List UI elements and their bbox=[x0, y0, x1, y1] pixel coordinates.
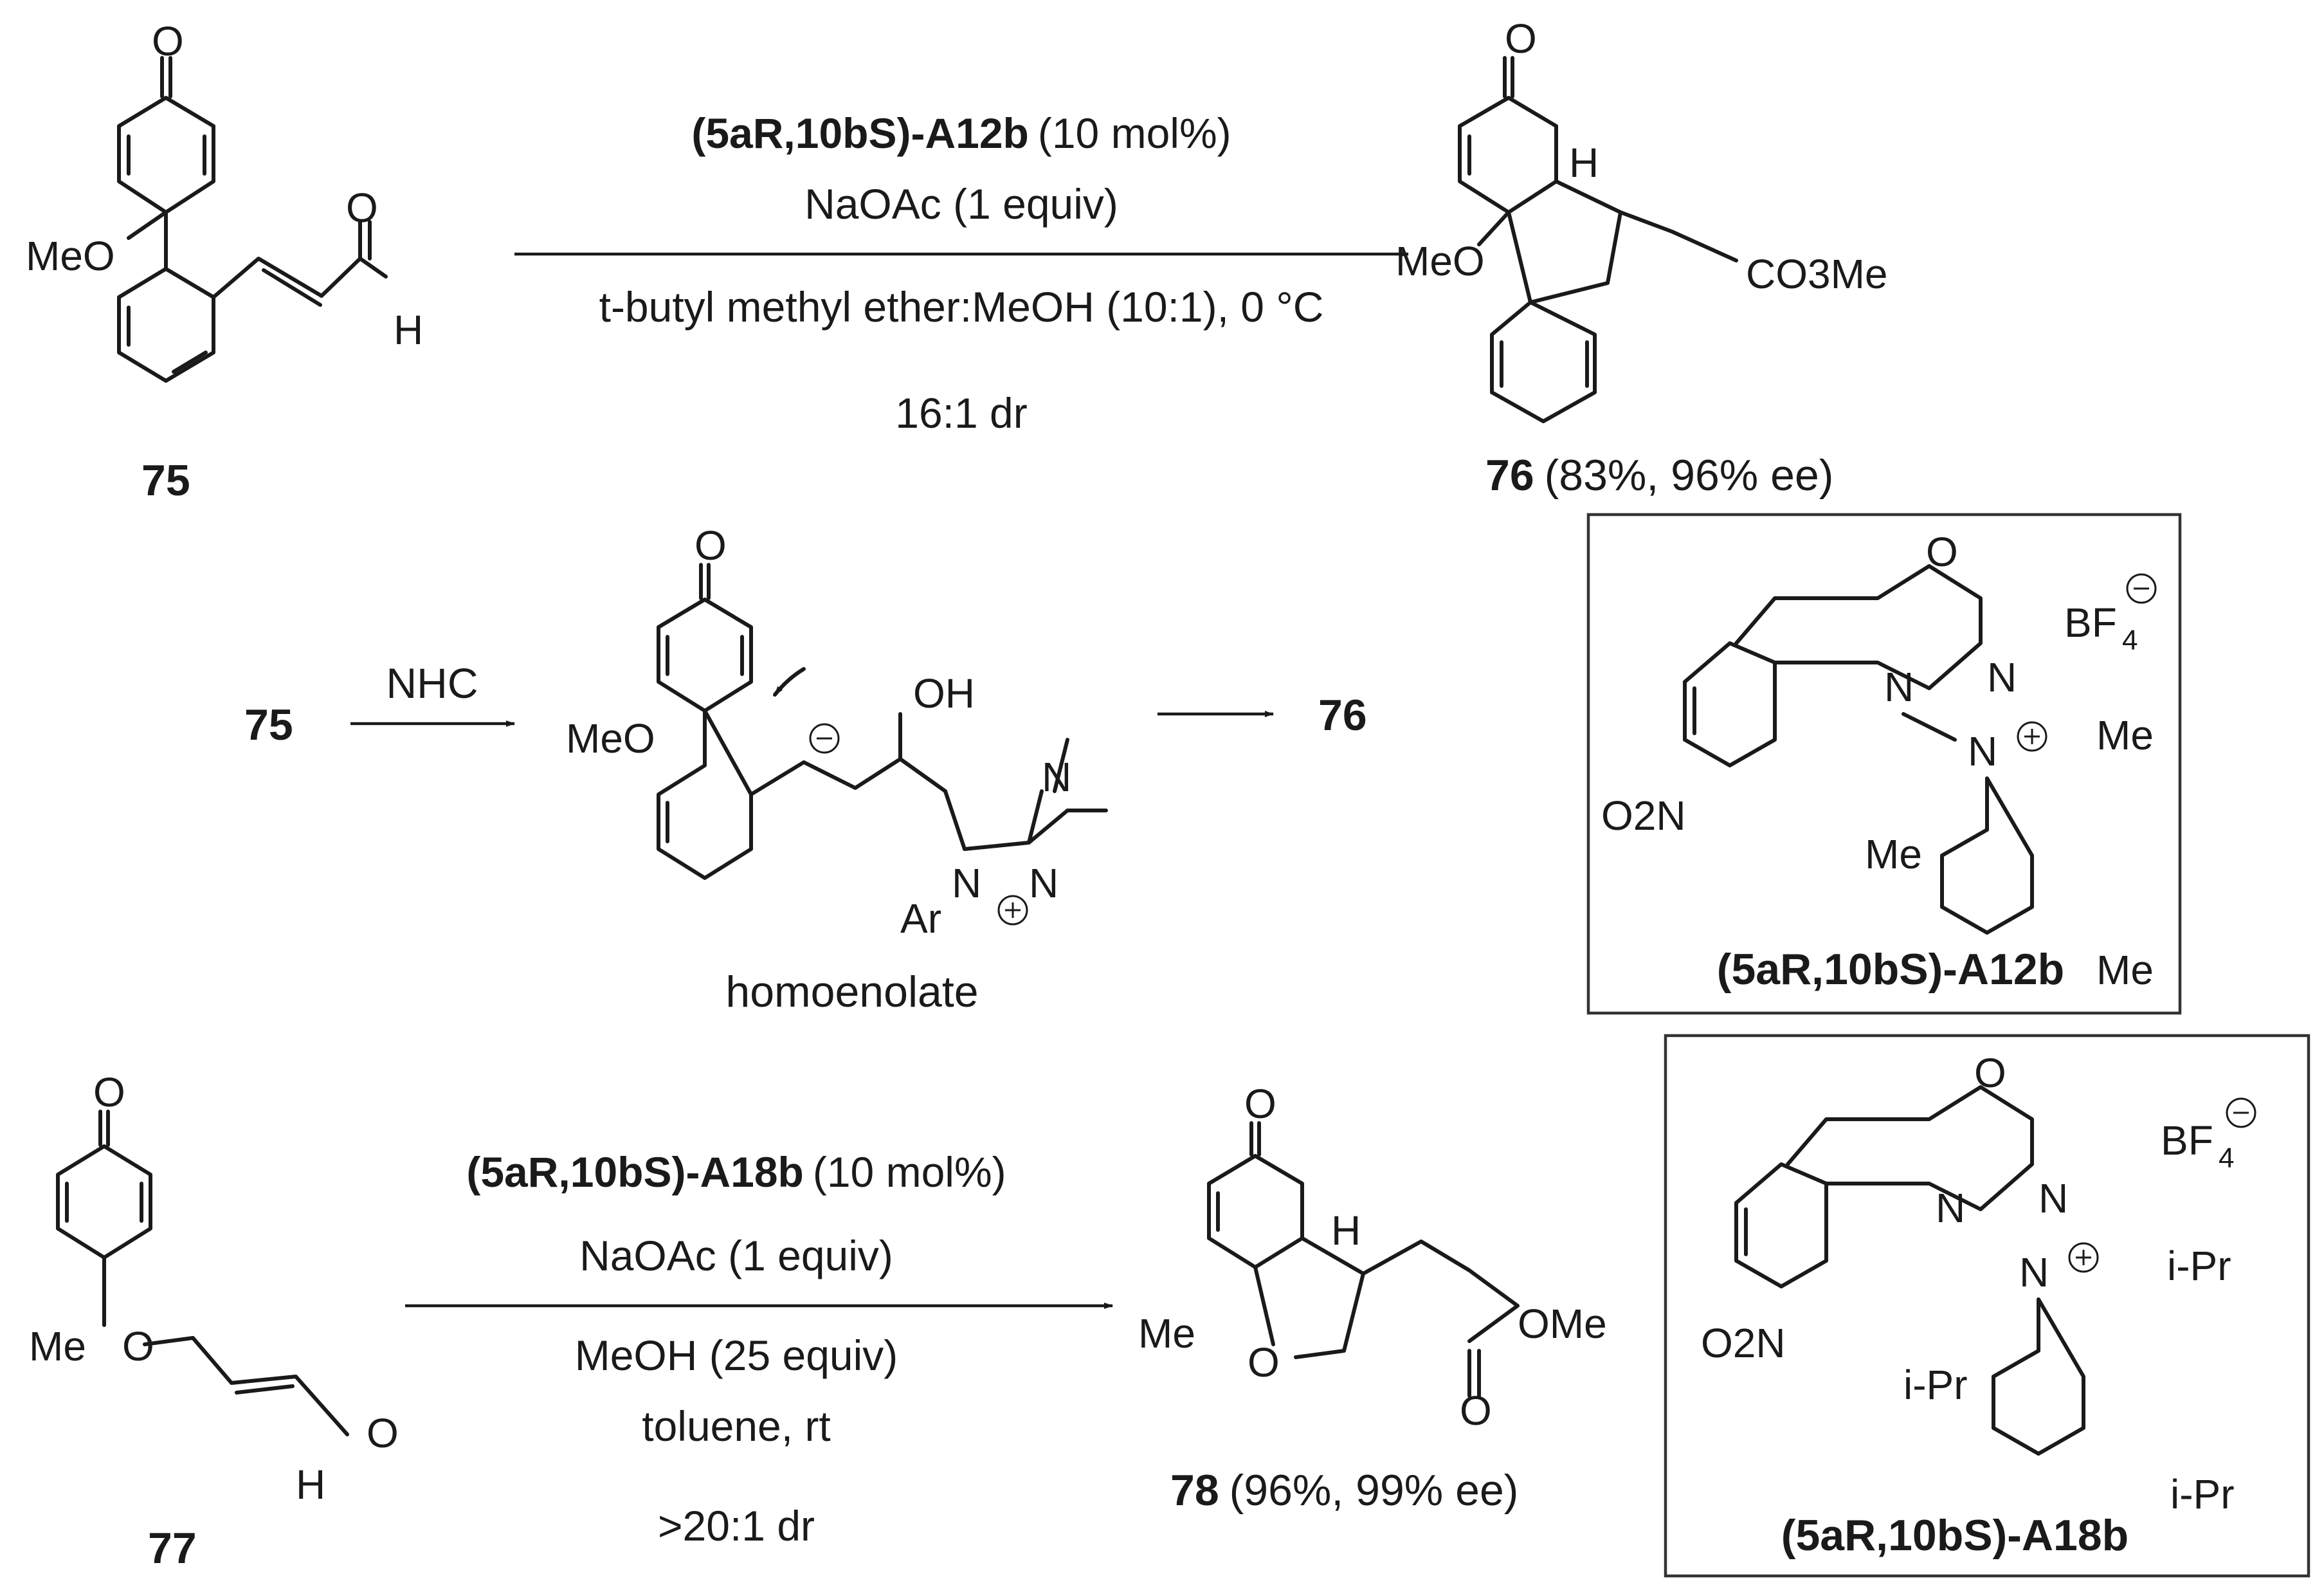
svg-text:O: O bbox=[1248, 1339, 1280, 1386]
nitro-group: O2N bbox=[1701, 1320, 1786, 1366]
svg-text:N: N bbox=[1968, 728, 1997, 774]
ester-group: CO3Me bbox=[1746, 251, 1888, 297]
methoxy-label: MeO bbox=[1395, 238, 1485, 284]
svg-text:O: O bbox=[694, 522, 727, 569]
compound-77: O Me O O H 77 bbox=[29, 1069, 399, 1573]
reaction-arrow-2: (5aR,10bS)-A18b(10 mol%) NaOAc (1 equiv)… bbox=[405, 1148, 1113, 1550]
aryl-substituent-label: i-Pr bbox=[2170, 1471, 2235, 1517]
svg-text:BF: BF bbox=[2161, 1117, 2213, 1164]
svg-text:H: H bbox=[1569, 140, 1599, 186]
aryl-substituent-label: Me bbox=[2096, 712, 2154, 758]
svg-text:(5aR,10bS)-A18b(10 mol%): (5aR,10bS)-A18b(10 mol%) bbox=[466, 1148, 1006, 1196]
svg-text:O: O bbox=[122, 1323, 154, 1369]
product-yield-78: (96%, 99% ee) bbox=[1230, 1466, 1519, 1515]
ome-label: OMe bbox=[1518, 1301, 1607, 1347]
svg-text:N: N bbox=[1936, 1185, 1965, 1231]
svg-text:4: 4 bbox=[2122, 625, 2138, 656]
svg-text:O: O bbox=[1244, 1081, 1276, 1127]
nhc-reagent: NHC bbox=[386, 659, 478, 707]
solvent-condition: toluene, rt bbox=[642, 1402, 831, 1450]
svg-text:O: O bbox=[346, 185, 378, 231]
svg-text:N: N bbox=[2019, 1249, 2049, 1295]
aryl-substituent-label: i-Pr bbox=[2167, 1243, 2231, 1289]
methoxy-label: MeO bbox=[566, 715, 655, 762]
catalyst-name-a12b: (5aR,10bS)-A12b bbox=[1717, 945, 2064, 994]
svg-text:76(83%, 96% ee): 76(83%, 96% ee) bbox=[1485, 451, 1833, 500]
mechanism-end-label: 76 bbox=[1318, 691, 1367, 740]
compound-label-76: 76 bbox=[1485, 451, 1534, 500]
svg-text:N: N bbox=[1884, 664, 1914, 710]
svg-text:CO3Me: CO3Me bbox=[1746, 251, 1888, 297]
svg-text:N: N bbox=[952, 860, 981, 906]
svg-text:O: O bbox=[1460, 1387, 1492, 1434]
compound-label-77: 77 bbox=[148, 1524, 197, 1573]
dr-value: 16:1 dr bbox=[895, 389, 1027, 437]
catalyst-name-a18b: (5aR,10bS)-A18b bbox=[1781, 1511, 2129, 1560]
additive-condition: MeOH (25 equiv) bbox=[575, 1331, 898, 1379]
catalyst-name: (5aR,10bS)-A18b bbox=[466, 1148, 804, 1196]
methyl-label: Me bbox=[29, 1323, 86, 1369]
svg-text:H: H bbox=[1331, 1207, 1361, 1254]
methoxy-label: MeO bbox=[26, 233, 115, 279]
catalyst-loading: (10 mol%) bbox=[813, 1148, 1006, 1196]
catalyst-a18b-box: O BF 4 N N N O2N i-Pr i-Pr i-Pr (5aR,10b… bbox=[1664, 1034, 2310, 1578]
compound-label-75: 75 bbox=[141, 456, 190, 505]
mechanism-row: 75 NHC O MeO OH N N N Ar homoenolate 76 bbox=[244, 522, 1367, 1016]
svg-text:O: O bbox=[152, 18, 184, 64]
catalyst-a12b-box: O BF 4 N N N O2N Me Me Me (5aR,10bS)-A12… bbox=[1586, 513, 2182, 1015]
dr-value: >20:1 dr bbox=[658, 1502, 815, 1550]
svg-text:O: O bbox=[1505, 15, 1537, 62]
mechanism-start-label: 75 bbox=[244, 700, 293, 749]
compound-75: O MeO O H 75 bbox=[26, 18, 423, 505]
solvent-condition: t-butyl methyl ether:MeOH (10:1), 0 °C bbox=[599, 283, 1324, 331]
catalyst-name: (5aR,10bS)-A12b bbox=[691, 109, 1029, 157]
nitro-group: O2N bbox=[1601, 792, 1686, 839]
svg-text:78(96%, 99% ee): 78(96%, 99% ee) bbox=[1170, 1466, 1518, 1515]
methyl-label: Me bbox=[1138, 1310, 1195, 1357]
svg-text:O: O bbox=[93, 1069, 125, 1115]
compound-label-78: 78 bbox=[1170, 1466, 1219, 1515]
base-condition: NaOAc (1 equiv) bbox=[804, 180, 1118, 228]
aryl-substituent-label: Me bbox=[2096, 947, 2154, 993]
base-condition: NaOAc (1 equiv) bbox=[579, 1232, 893, 1279]
aryl-substituent-label: Me bbox=[1865, 831, 1922, 877]
intermediate-name: homoenolate bbox=[725, 967, 978, 1016]
catalyst-loading: (10 mol%) bbox=[1038, 109, 1231, 157]
aryl-label: Ar bbox=[900, 895, 941, 942]
svg-text:(5aR,10bS)-A12b(10 mol%): (5aR,10bS)-A12b(10 mol%) bbox=[691, 109, 1231, 157]
product-yield-76: (83%, 96% ee) bbox=[1545, 451, 1834, 500]
svg-text:H: H bbox=[394, 307, 423, 353]
svg-text:OH: OH bbox=[913, 670, 975, 717]
svg-text:N: N bbox=[2038, 1175, 2068, 1221]
svg-text:BF: BF bbox=[2064, 599, 2117, 646]
reaction-arrow-1: (5aR,10bS)-A12b(10 mol%) NaOAc (1 equiv)… bbox=[514, 109, 1409, 437]
svg-text:H: H bbox=[296, 1461, 325, 1508]
aryl-substituent-label: i-Pr bbox=[1903, 1362, 1968, 1408]
svg-text:N: N bbox=[1029, 860, 1058, 906]
svg-text:4: 4 bbox=[2219, 1142, 2234, 1174]
svg-text:O: O bbox=[367, 1410, 399, 1456]
compound-76: O H MeO CO3Me 76(83%, 96% ee) bbox=[1395, 15, 1888, 500]
svg-text:N: N bbox=[1987, 654, 2017, 700]
compound-78: O H Me O O OMe 78(96%, 99% ee) bbox=[1138, 1081, 1607, 1515]
